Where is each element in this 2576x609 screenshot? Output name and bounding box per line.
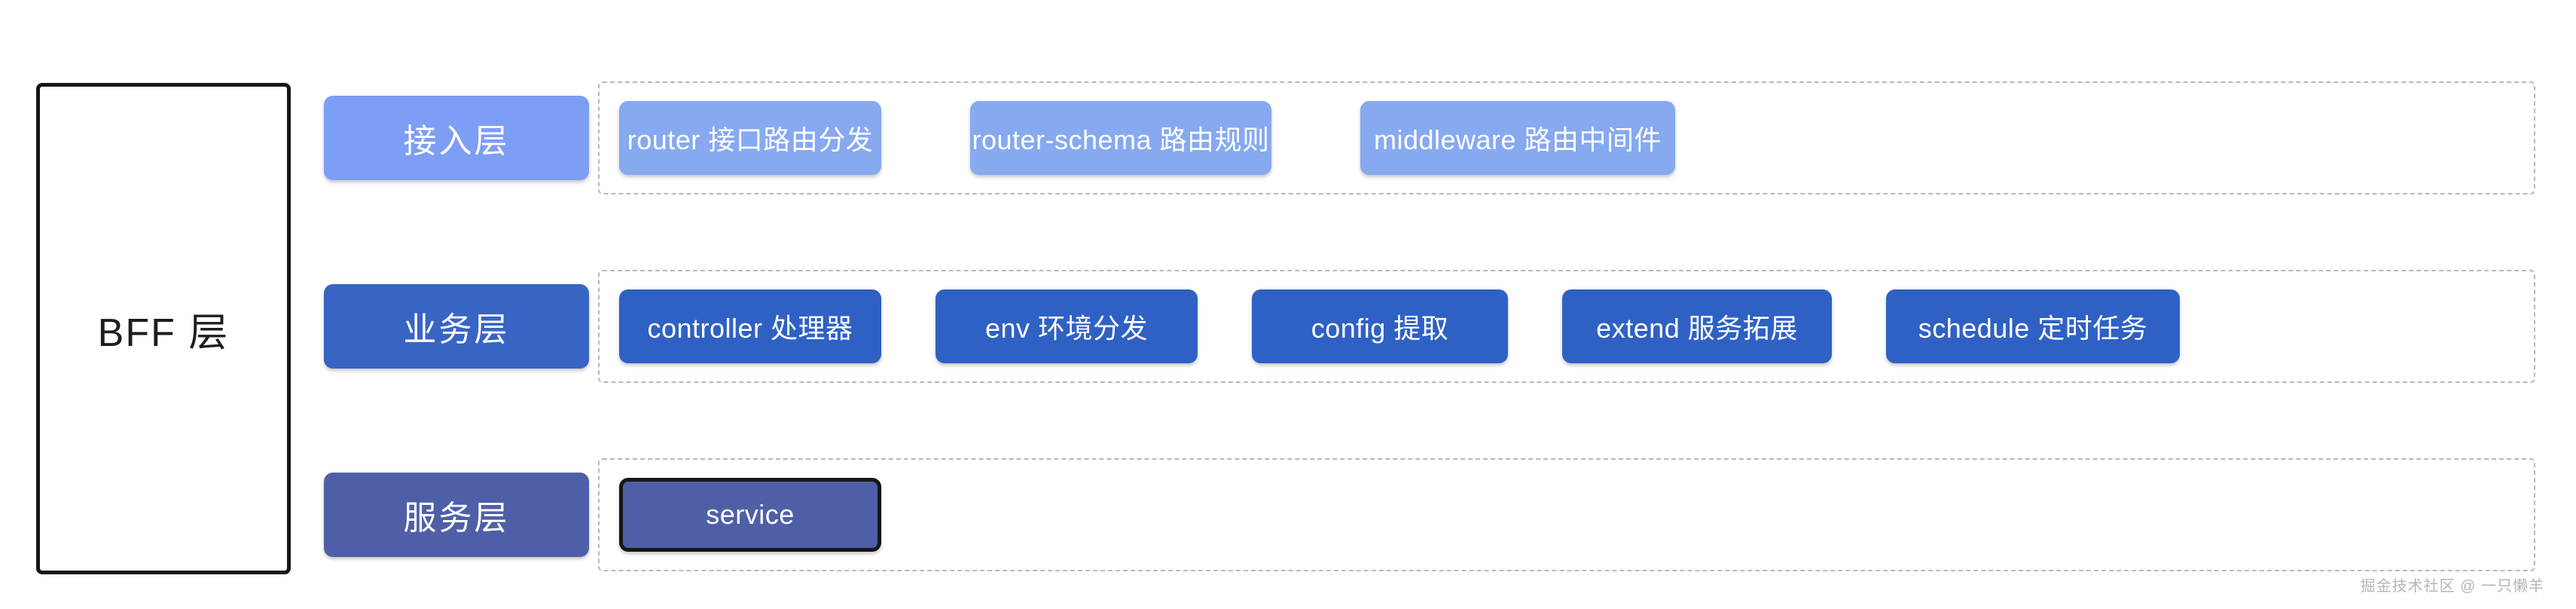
layer-row-business: 业务层 controller 处理器 env 环境分发 config 提取 ex… xyxy=(324,270,2535,383)
module-env-label: env 环境分发 xyxy=(984,313,1149,344)
module-service-label: service xyxy=(706,499,795,530)
module-extend-label: extend 服务拓展 xyxy=(1596,313,1798,344)
module-extend[interactable]: extend 服务拓展 xyxy=(1562,289,1832,363)
layer-label-business[interactable]: 业务层 xyxy=(324,284,589,369)
module-middleware[interactable]: middleware 路由中间件 xyxy=(1360,101,1675,175)
bff-layer-container: BFF 层 xyxy=(36,83,291,574)
layer-track-access: router 接口路由分发 router-schema 路由规则 middlew… xyxy=(598,81,2535,194)
module-config[interactable]: config 提取 xyxy=(1252,289,1508,363)
layer-track-business: controller 处理器 env 环境分发 config 提取 extend… xyxy=(598,270,2535,383)
layer-row-access: 接入层 router 接口路由分发 router-schema 路由规则 mid… xyxy=(324,81,2535,194)
layer-label-service[interactable]: 服务层 xyxy=(324,473,589,557)
layer-items-service: service xyxy=(600,460,881,570)
module-service[interactable]: service xyxy=(619,478,881,552)
module-router-label: router 接口路由分发 xyxy=(627,124,874,155)
layer-row-service: 服务层 service xyxy=(324,458,2535,571)
module-router-schema-label: router-schema 路由规则 xyxy=(972,124,1270,155)
module-env[interactable]: env 环境分发 xyxy=(935,289,1198,363)
bff-layer-label: BFF 层 xyxy=(97,311,230,355)
layer-label-service-text: 服务层 xyxy=(403,500,510,537)
module-controller[interactable]: controller 处理器 xyxy=(619,289,881,363)
layer-track-service: service xyxy=(598,458,2535,571)
layer-label-access[interactable]: 接入层 xyxy=(324,96,589,180)
module-middleware-label: middleware 路由中间件 xyxy=(1373,124,1662,155)
layer-items-access: router 接口路由分发 router-schema 路由规则 middlew… xyxy=(600,83,1764,193)
module-config-label: config 提取 xyxy=(1311,313,1449,344)
module-schedule-label: schedule 定时任务 xyxy=(1918,313,2148,344)
watermark: 掘金技术社区 @ 一只懒羊 xyxy=(2360,578,2544,595)
layer-label-access-text: 接入层 xyxy=(403,123,510,160)
module-router-schema[interactable]: router-schema 路由规则 xyxy=(970,101,1271,175)
module-router[interactable]: router 接口路由分发 xyxy=(619,101,881,175)
module-schedule[interactable]: schedule 定时任务 xyxy=(1886,289,2180,363)
layer-label-business-text: 业务层 xyxy=(403,311,510,348)
module-controller-label: controller 处理器 xyxy=(647,313,853,344)
layer-items-business: controller 处理器 env 环境分发 config 提取 extend… xyxy=(600,271,2180,381)
